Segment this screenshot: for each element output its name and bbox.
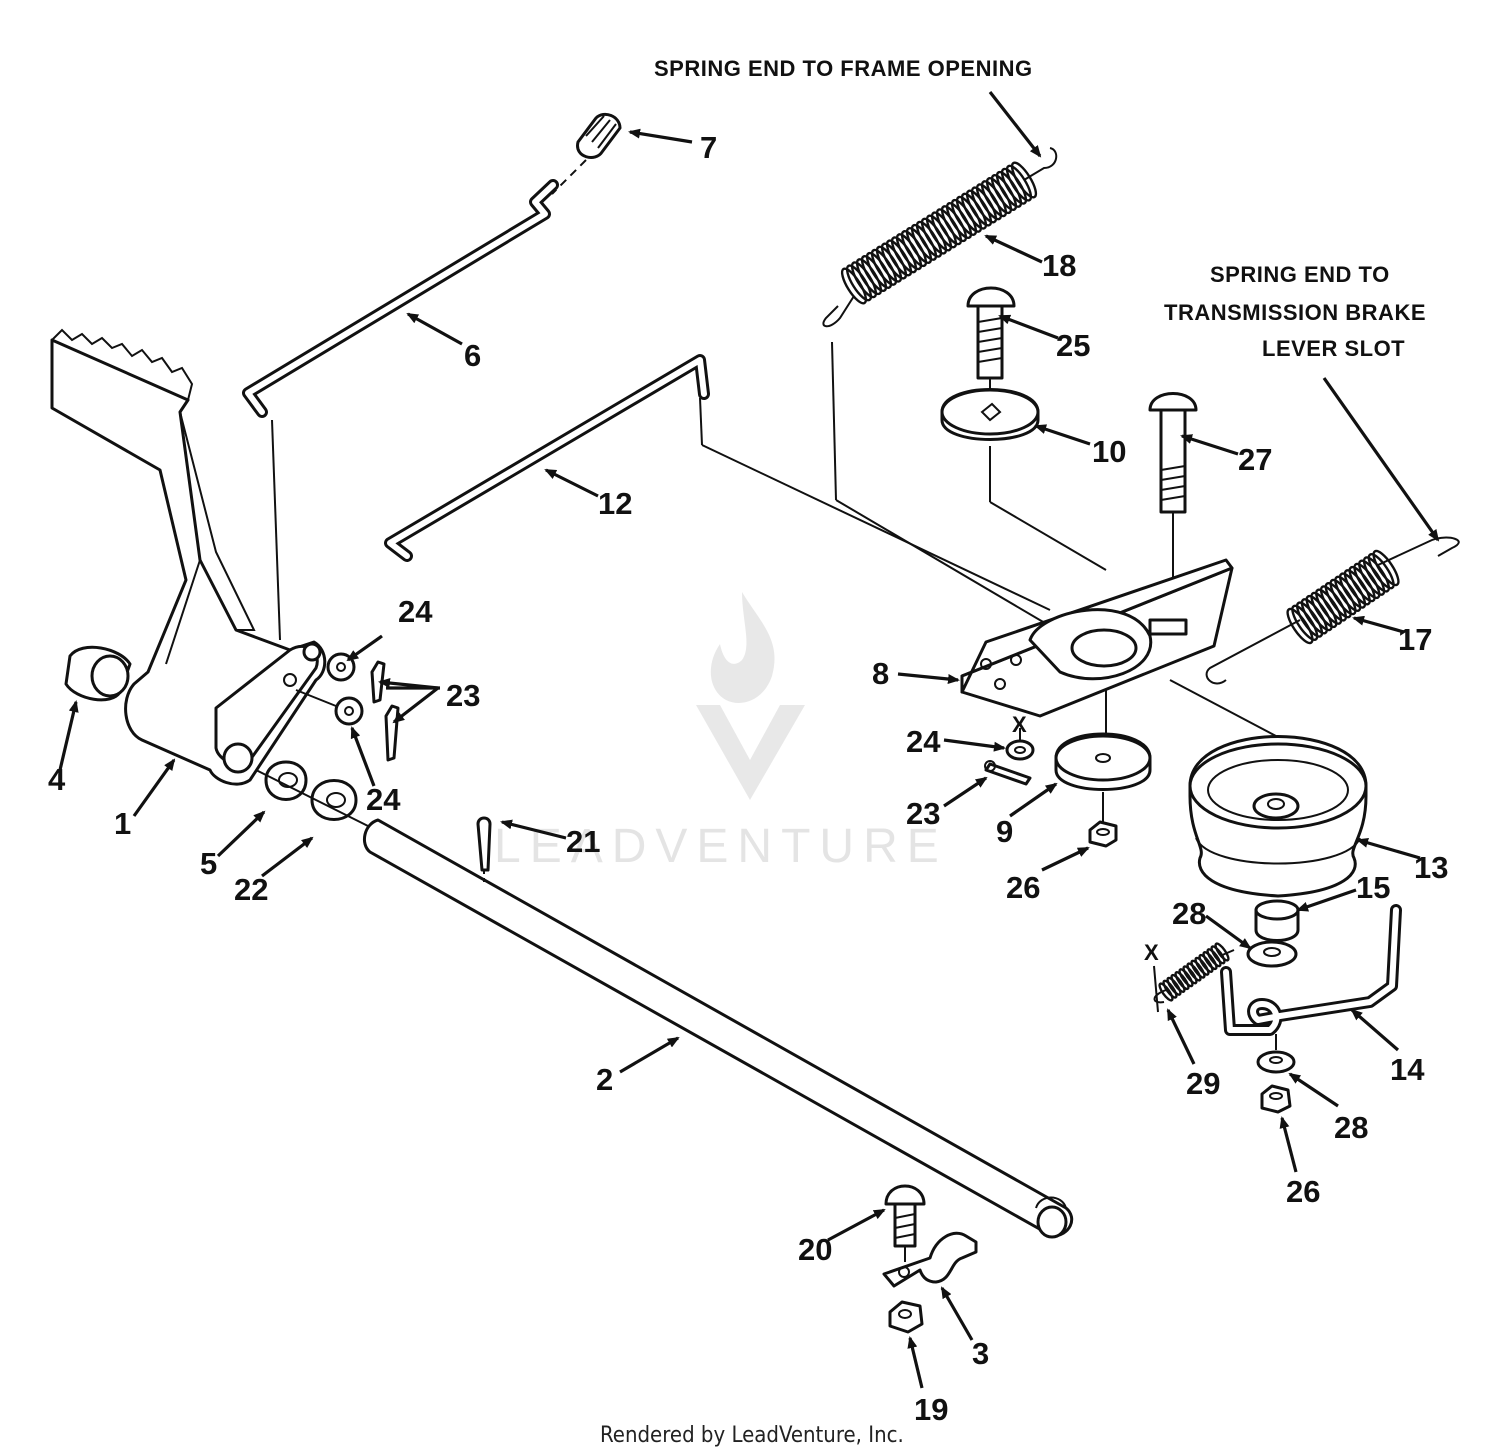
- part-26-nut-lower: [1260, 1084, 1292, 1114]
- callout-27: 27: [1238, 442, 1272, 477]
- part-21-pin: [476, 816, 492, 882]
- part-10-washer: [940, 388, 1107, 571]
- part-1-pedal: [50, 328, 327, 786]
- part-18-spring: [822, 147, 1058, 627]
- callout-12: 12: [598, 486, 632, 521]
- callout-26a: 26: [1006, 870, 1040, 905]
- callout-24a: 24: [398, 594, 433, 629]
- part-9-washer: [1054, 732, 1152, 822]
- leadventure-watermark: LEADVENTURE: [494, 592, 948, 873]
- callout-5: 5: [200, 846, 217, 881]
- watermark-text: LEADVENTURE: [494, 820, 948, 873]
- callout-14: 14: [1390, 1052, 1425, 1087]
- part-14-idler-arm: [1220, 904, 1402, 1050]
- part-15-bushing: [1254, 899, 1300, 942]
- part-27-bolt: [1148, 392, 1198, 616]
- part-24-washer-lower: [334, 696, 364, 726]
- footer-credit: Rendered by LeadVenture, Inc.: [600, 1423, 904, 1448]
- callout-8: 8: [872, 656, 889, 691]
- callout-17: 17: [1398, 622, 1432, 657]
- marker-x-bracket: X: [1012, 712, 1027, 737]
- callout-9: 9: [996, 814, 1013, 849]
- note-brake-line1: SPRING END TO: [1210, 262, 1390, 287]
- part-20-bolt: [884, 1184, 926, 1262]
- callout-15: 15: [1356, 870, 1390, 905]
- callout-24c: 24: [906, 724, 941, 759]
- callout-23b: 23: [906, 796, 940, 831]
- callout-21: 21: [566, 824, 600, 859]
- callout-labels: 7 6 18 25 10 27 12 17 8 24 23 9 26 13 15…: [48, 130, 1448, 1427]
- part-2-shaft: [362, 818, 1074, 1239]
- part-5-washer: [264, 760, 308, 801]
- part-13-pulley: [1188, 735, 1368, 898]
- callout-29: 29: [1186, 1066, 1220, 1101]
- part-8-bracket: [960, 558, 1277, 806]
- part-17-spring: [1205, 536, 1460, 685]
- callout-25: 25: [1056, 328, 1090, 363]
- callout-10: 10: [1092, 434, 1126, 469]
- note-brake-line2: TRANSMISSION BRAKE: [1164, 300, 1426, 325]
- part-24-washer-bracket: [1005, 728, 1035, 761]
- part-25-bolt: [966, 286, 1016, 410]
- part-23-pin-bracket: [984, 760, 1032, 786]
- part-22-washer: [255, 769, 373, 829]
- callout-28b: 28: [1334, 1110, 1368, 1145]
- note-frame-opening: SPRING END TO FRAME OPENING: [654, 56, 1033, 81]
- callout-6: 6: [464, 338, 481, 373]
- callout-4: 4: [48, 762, 66, 797]
- callout-24b: 24: [366, 782, 401, 817]
- part-7-grip: [551, 112, 622, 195]
- note-brake-line3: LEVER SLOT: [1262, 336, 1405, 361]
- part-28-washer-lower: [1256, 1050, 1296, 1074]
- part-19-nut: [888, 1300, 924, 1334]
- callout-1: 1: [114, 806, 131, 841]
- part-3-clamp: [882, 1231, 978, 1288]
- callout-20: 20: [798, 1232, 832, 1267]
- part-29-spring: [1153, 942, 1235, 1013]
- callout-28a: 28: [1172, 896, 1206, 931]
- callout-18: 18: [1042, 248, 1076, 283]
- part-6-rod: [242, 179, 559, 641]
- callout-7: 7: [700, 130, 717, 165]
- callout-22: 22: [234, 872, 268, 907]
- part-4-bushing: [64, 645, 132, 702]
- part-28-washer-upper: [1246, 940, 1298, 968]
- callout-2: 2: [596, 1062, 613, 1097]
- callout-23: 23: [446, 678, 480, 713]
- marker-x-spring: X: [1144, 940, 1159, 965]
- part-26-nut-upper: [1088, 820, 1118, 848]
- part-12-rod: [384, 354, 1051, 611]
- callout-19: 19: [914, 1392, 948, 1427]
- callout-26b: 26: [1286, 1174, 1320, 1209]
- callout-13: 13: [1414, 850, 1448, 885]
- leader-arrows: [58, 91, 1440, 1389]
- callout-3: 3: [972, 1336, 989, 1371]
